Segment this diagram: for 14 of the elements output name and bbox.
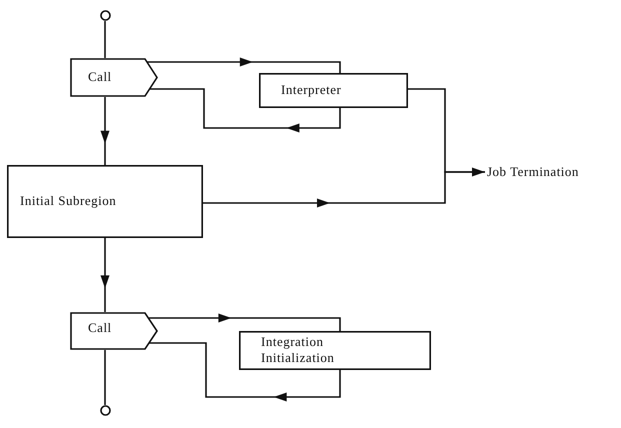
box-label: Call <box>88 320 112 336</box>
connector-line <box>104 350 106 405</box>
terminal-label: Job Termination <box>487 164 579 180</box>
arrow <box>147 342 341 402</box>
box-label: Initial Subregion <box>20 193 116 210</box>
connector-line <box>104 21 106 58</box>
arrow <box>149 314 341 331</box>
arrow <box>100 97 110 165</box>
box-label: Call <box>88 69 112 86</box>
box-label: Interpreter <box>281 82 342 98</box>
box-label: Integration Initialization <box>261 334 336 366</box>
arrow <box>203 171 485 208</box>
arrow <box>146 58 341 73</box>
arrow <box>100 238 110 312</box>
